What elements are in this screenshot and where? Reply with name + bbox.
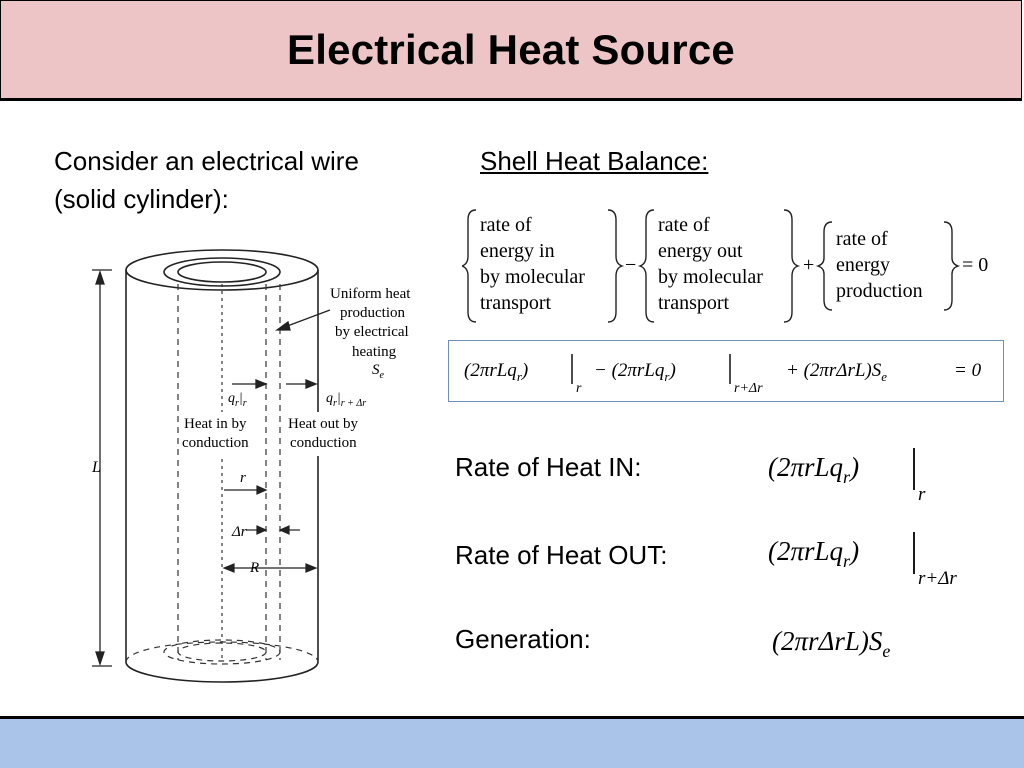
cylinder-diagram: L Uniform heat production by electrical … — [91, 249, 411, 683]
heat-in-label-1: Heat in by — [184, 416, 247, 432]
svg-text:r: r — [576, 381, 582, 396]
footer-bar — [0, 716, 1024, 768]
generation-label: Generation: — [455, 624, 591, 654]
title-bar: Electrical Heat Source — [0, 0, 1022, 101]
term2-line-4: transport — [658, 292, 730, 314]
balance-equation-box — [448, 340, 1004, 402]
svg-text:(2πrLqr): (2πrLqr) — [464, 360, 528, 384]
svg-text:(2πrΔrL)Se: (2πrΔrL)Se — [772, 626, 890, 661]
R-dimension-label: R — [249, 560, 259, 576]
term1-line-1: rate of — [480, 214, 532, 236]
term3-line-1: rate of — [836, 228, 888, 250]
shell-balance-braces — [462, 209, 961, 323]
shell-inner-ring — [177, 261, 267, 283]
heat-out-label-1: Heat out by — [288, 416, 358, 432]
rate-heat-in-label: Rate of Heat IN: — [455, 452, 642, 482]
uniform-heat-label-1: Uniform heat — [330, 286, 411, 302]
dr-dimension-label: Δr — [231, 524, 247, 540]
se-symbol: Se — [372, 362, 385, 381]
balance-equals-zero: = 0 — [962, 254, 989, 276]
intro-line-2: (solid cylinder): — [54, 184, 229, 214]
term3-line-3: production — [836, 280, 923, 302]
heat-out-label-2: conduction — [290, 435, 357, 451]
heat-in-label-2: conduction — [182, 435, 249, 451]
page-title: Electrical Heat Source — [287, 25, 735, 73]
svg-text:r+Δr: r+Δr — [918, 568, 957, 589]
balance-plus: + — [803, 254, 815, 276]
intro-text: Consider an electrical wire (solid cylin… — [54, 142, 444, 218]
outer-bottom-curve — [125, 661, 319, 683]
svg-text:− (2πrLqr): − (2πrLqr) — [594, 360, 676, 384]
row-expressions: (2πrLqr) r (2πrLqr) r+Δr (2πrΔrL)Se — [768, 448, 957, 661]
shell-bottom-inner-dashed — [177, 642, 267, 662]
shell-balance-heading: Shell Heat Balance: — [480, 146, 709, 176]
intro-line-1: Consider an electrical wire — [54, 146, 359, 176]
balance-equation: (2πrLqr) r − (2πrLqr) r+Δr + (2πrΔrL)Se … — [464, 354, 982, 396]
term2-line-2: energy out — [658, 240, 743, 262]
shell-bottom-outer-dashed — [163, 639, 281, 665]
term1-line-4: transport — [480, 292, 552, 314]
term2-line-3: by molecular — [658, 266, 763, 288]
r-dimension-label: r — [240, 470, 246, 486]
rate-heat-out-label: Rate of Heat OUT: — [455, 540, 668, 570]
uniform-heat-label-2: production — [340, 305, 405, 321]
qr-at-rdr-label: qr|r + Δr — [326, 391, 366, 409]
uniform-heat-label-4: heating — [352, 344, 397, 360]
qr-at-r-label: qr|r — [228, 391, 247, 409]
term1-line-3: by molecular — [480, 266, 585, 288]
svg-text:r+Δr: r+Δr — [734, 381, 763, 396]
outer-bottom-back-dashed — [125, 641, 319, 663]
svg-text:+ (2πrΔrL)Se: + (2πrΔrL)Se — [786, 360, 887, 384]
svg-text:r: r — [918, 484, 926, 505]
uniform-heat-label-3: by electrical — [335, 324, 409, 340]
term1-line-2: energy in — [480, 240, 555, 262]
svg-text:(2πrLqr): (2πrLqr) — [768, 452, 859, 487]
svg-text:(2πrLqr): (2πrLqr) — [768, 536, 859, 571]
balance-minus: − — [625, 254, 637, 276]
svg-text:= 0: = 0 — [954, 360, 982, 381]
term3-line-2: energy — [836, 254, 891, 276]
length-label: L — [91, 459, 101, 476]
term2-line-1: rate of — [658, 214, 710, 236]
